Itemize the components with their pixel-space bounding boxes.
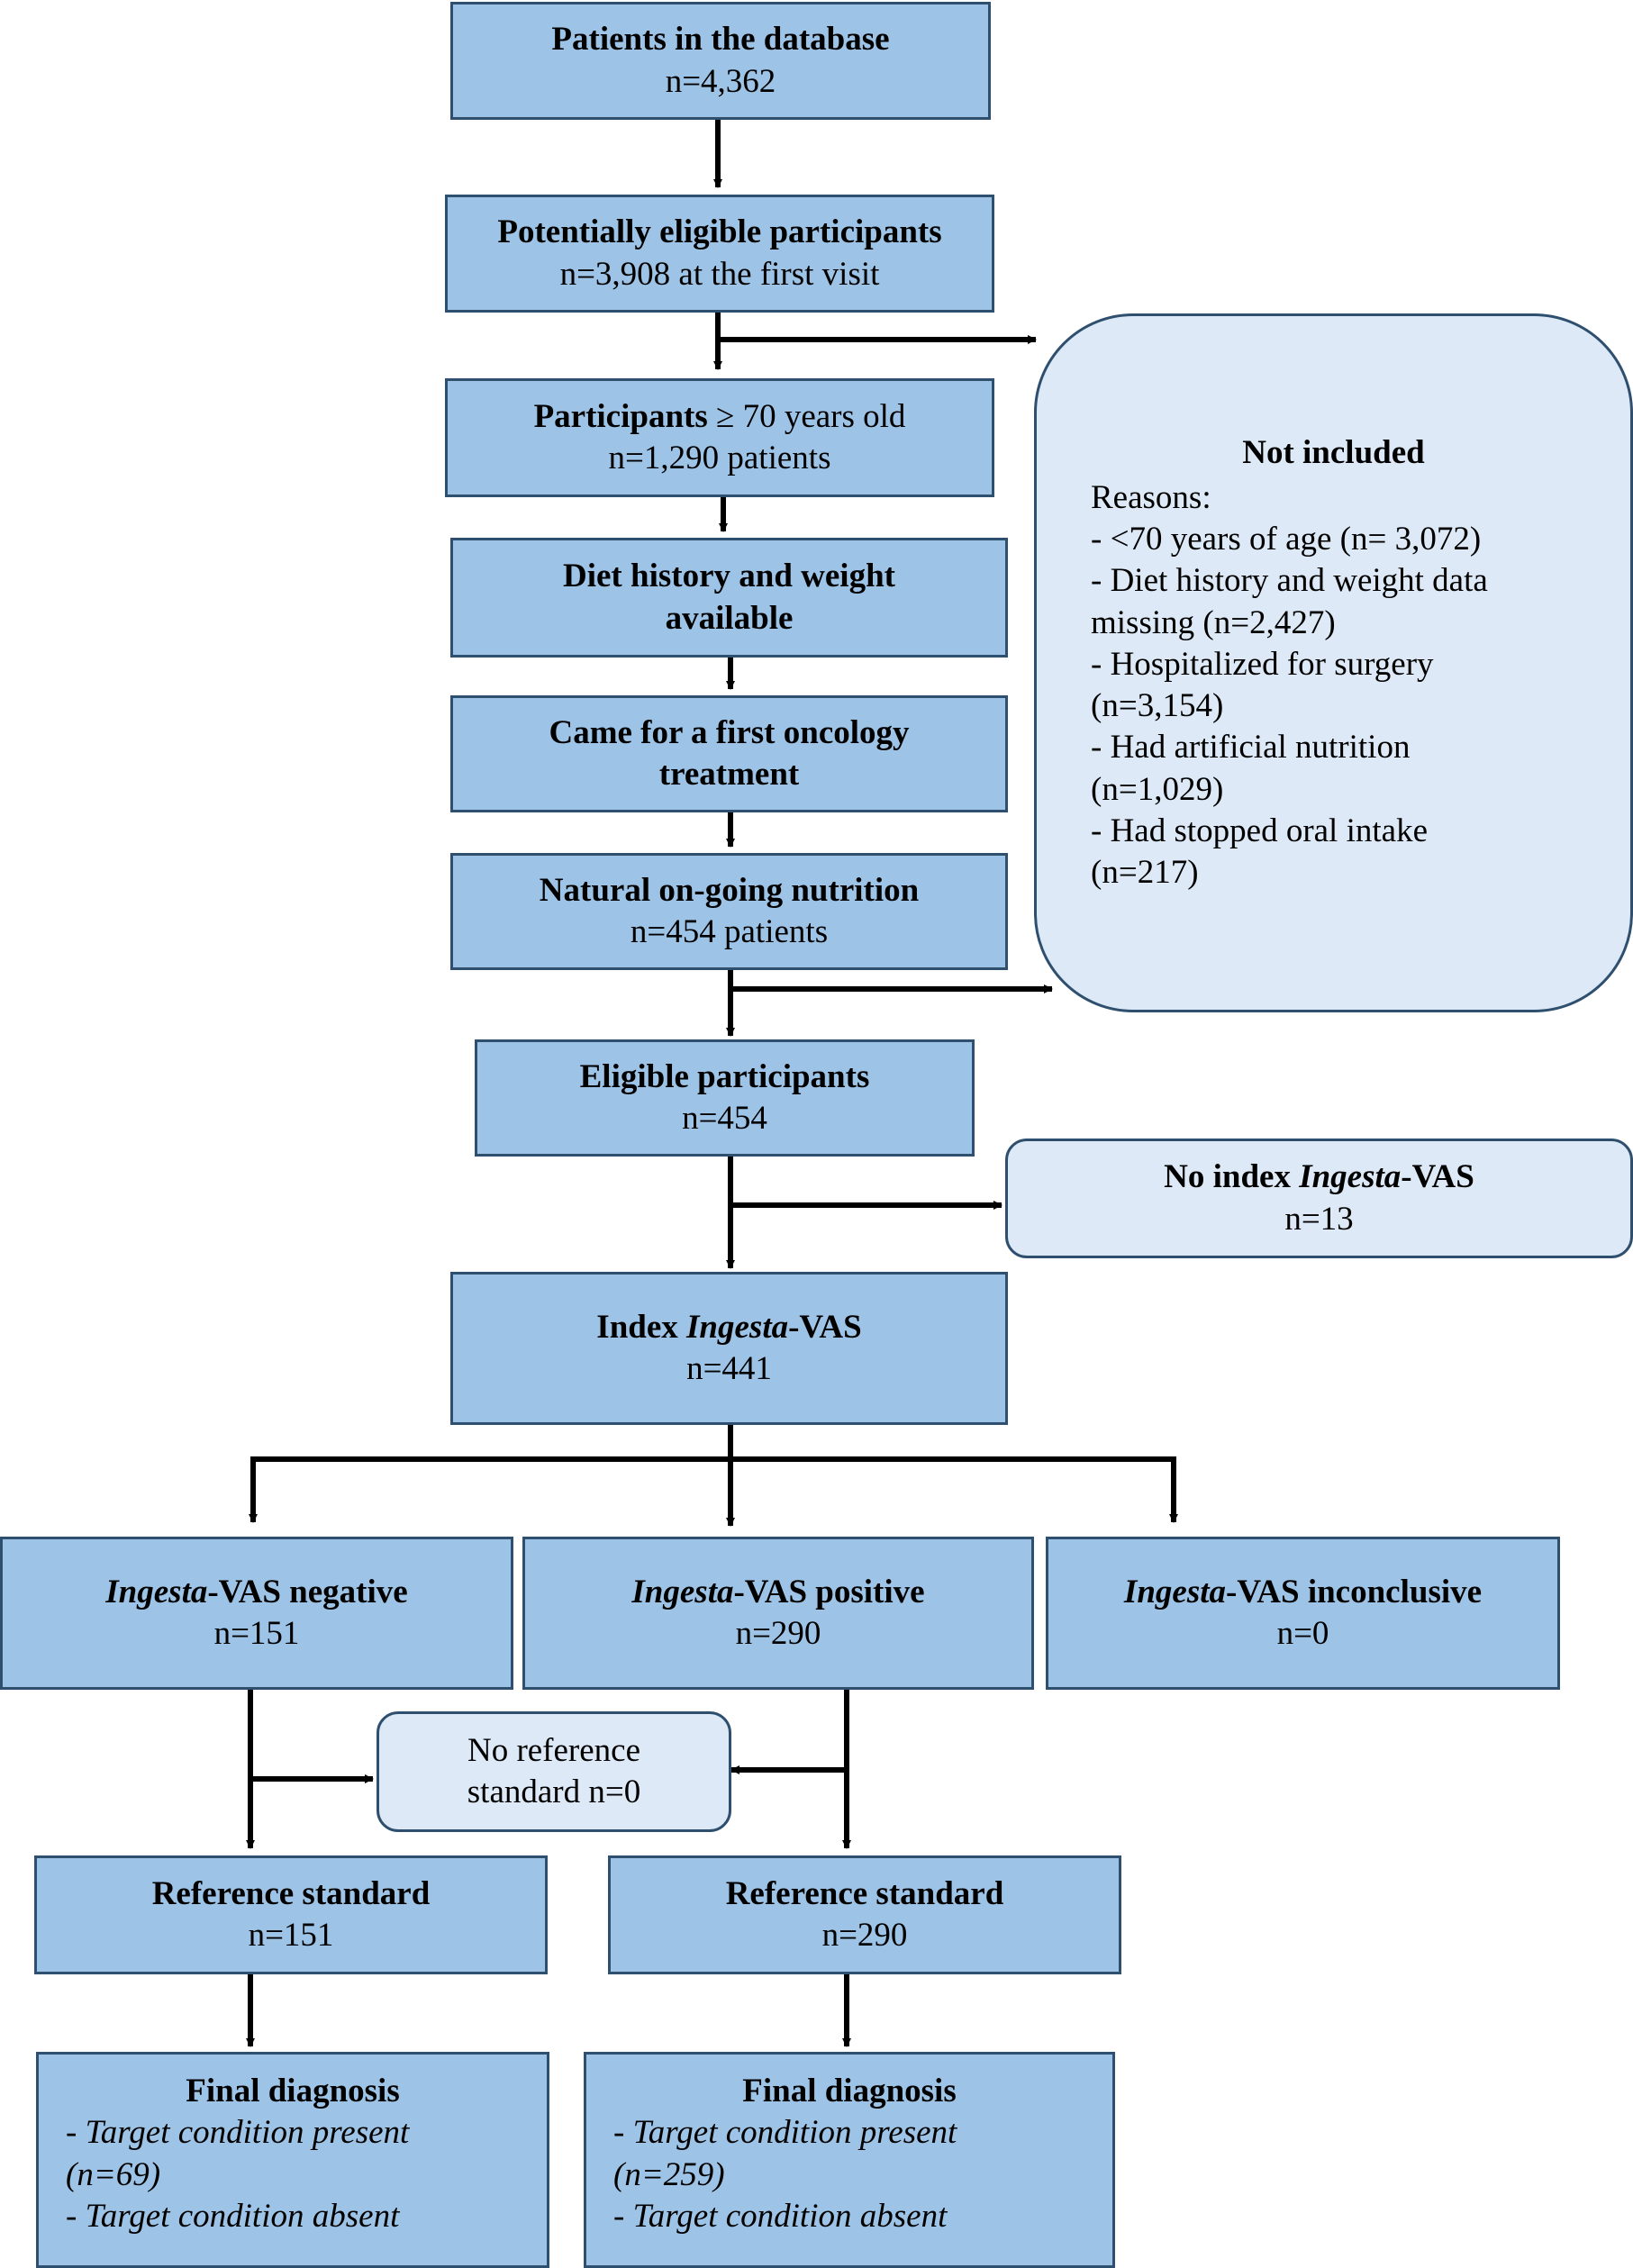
box-vas-inconclusive: Ingesta-VAS inconclusive n=0 [1046,1537,1560,1690]
box-title: Potentially eligible participants [497,213,942,251]
box-count: n=0 [1276,1615,1329,1652]
not-included-reason: - Had stopped oral intake [1091,812,1428,849]
box-title: Final diagnosis [742,2073,957,2109]
box-final-right: Final diagnosis - Target condition prese… [584,2052,1115,2268]
not-included-reason: - Diet history and weight data [1091,562,1488,600]
final-line: (n=259) [613,2155,725,2193]
box-title: Index Ingesta-VAS [596,1308,862,1346]
box-potentially-eligible: Potentially eligible participants n=3,90… [445,195,994,313]
box-count: n=4,362 [665,62,776,100]
box-vas-positive: Ingesta-VAS positive n=290 [522,1537,1034,1690]
box-count: n=13 [1284,1200,1354,1238]
final-line: (n=69) [66,2155,161,2193]
box-title: No index Ingesta-VAS [1164,1158,1474,1196]
box-title: Eligible participants [579,1057,870,1095]
box-vas-negative: Ingesta-VAS negative n=151 [0,1537,513,1690]
box-patients-database: Patients in the database n=4,362 [450,2,991,120]
final-line: - Target condition present [613,2114,957,2152]
box-first-oncology: Came for a first oncology treatment [450,695,1008,812]
box-no-index: No index Ingesta-VAS n=13 [1005,1139,1633,1258]
final-line: - Target condition present [66,2114,410,2152]
not-included-reason: Reasons: [1091,478,1211,516]
not-included-reason: - <70 years of age (n= 3,072) [1091,521,1482,558]
box-count: n=454 [682,1100,767,1137]
box-count: n=151 [248,1917,334,1954]
box-not-included: Not included Reasons: - <70 years of age… [1034,313,1633,1012]
box-title: Ingesta-VAS inconclusive [1123,1573,1483,1610]
box-final-left: Final diagnosis - Target condition prese… [36,2052,549,2268]
not-included-reason: missing (n=2,427) [1091,603,1336,641]
box-count: n=151 [213,1615,300,1652]
box-count: n=3,908 at the first visit [559,255,880,293]
final-line: - Target condition absent [613,2197,948,2235]
box-count: n=290 [821,1917,908,1954]
not-included-reason: (n=3,154) [1091,687,1224,725]
box-title: Natural on-going nutrition [539,871,920,909]
box-count: n=441 [686,1350,772,1387]
not-included-reason: (n=1,029) [1091,770,1224,808]
box-index-vas: Index Ingesta-VAS n=441 [450,1272,1008,1425]
box-title: Reference standard [151,1874,431,1912]
not-included-reason: - Had artificial nutrition [1091,729,1411,767]
box-title: Reference standard [725,1874,1004,1912]
box-count: n=454 patients [630,913,829,950]
box-title: Ingesta-VAS negative [105,1573,408,1610]
no-reference-line: standard n=0 [467,1774,641,1810]
box-reference-left: Reference standard n=151 [34,1855,548,1974]
box-title: Participants ≥ 70 years old [533,397,906,435]
box-participants-age: Participants ≥ 70 years old n=1,290 pati… [445,378,994,497]
box-title: Patients in the database [551,21,890,59]
box-title: Came for a first oncology treatment [549,713,910,793]
not-included-reason: (n=217) [1091,854,1199,892]
box-reference-right: Reference standard n=290 [608,1855,1121,1974]
branch-horizontal [250,1456,1176,1522]
box-no-reference: No reference standard n=0 [376,1711,731,1832]
not-included-title: Not included [1242,433,1425,471]
box-diet-history: Diet history and weight available [450,538,1008,658]
no-reference-line: No reference [467,1731,641,1769]
box-count: n=290 [735,1615,821,1652]
final-line: - Target condition absent [66,2197,400,2235]
box-title: Final diagnosis [186,2073,400,2109]
box-title: Diet history and weight available [563,558,895,637]
box-eligible-participants: Eligible participants n=454 [475,1039,975,1157]
box-title: Ingesta-VAS positive [631,1573,925,1610]
not-included-reason: - Hospitalized for surgery [1091,645,1434,683]
box-count: n=1,290 patients [608,440,831,476]
box-natural-nutrition: Natural on-going nutrition n=454 patient… [450,853,1008,970]
